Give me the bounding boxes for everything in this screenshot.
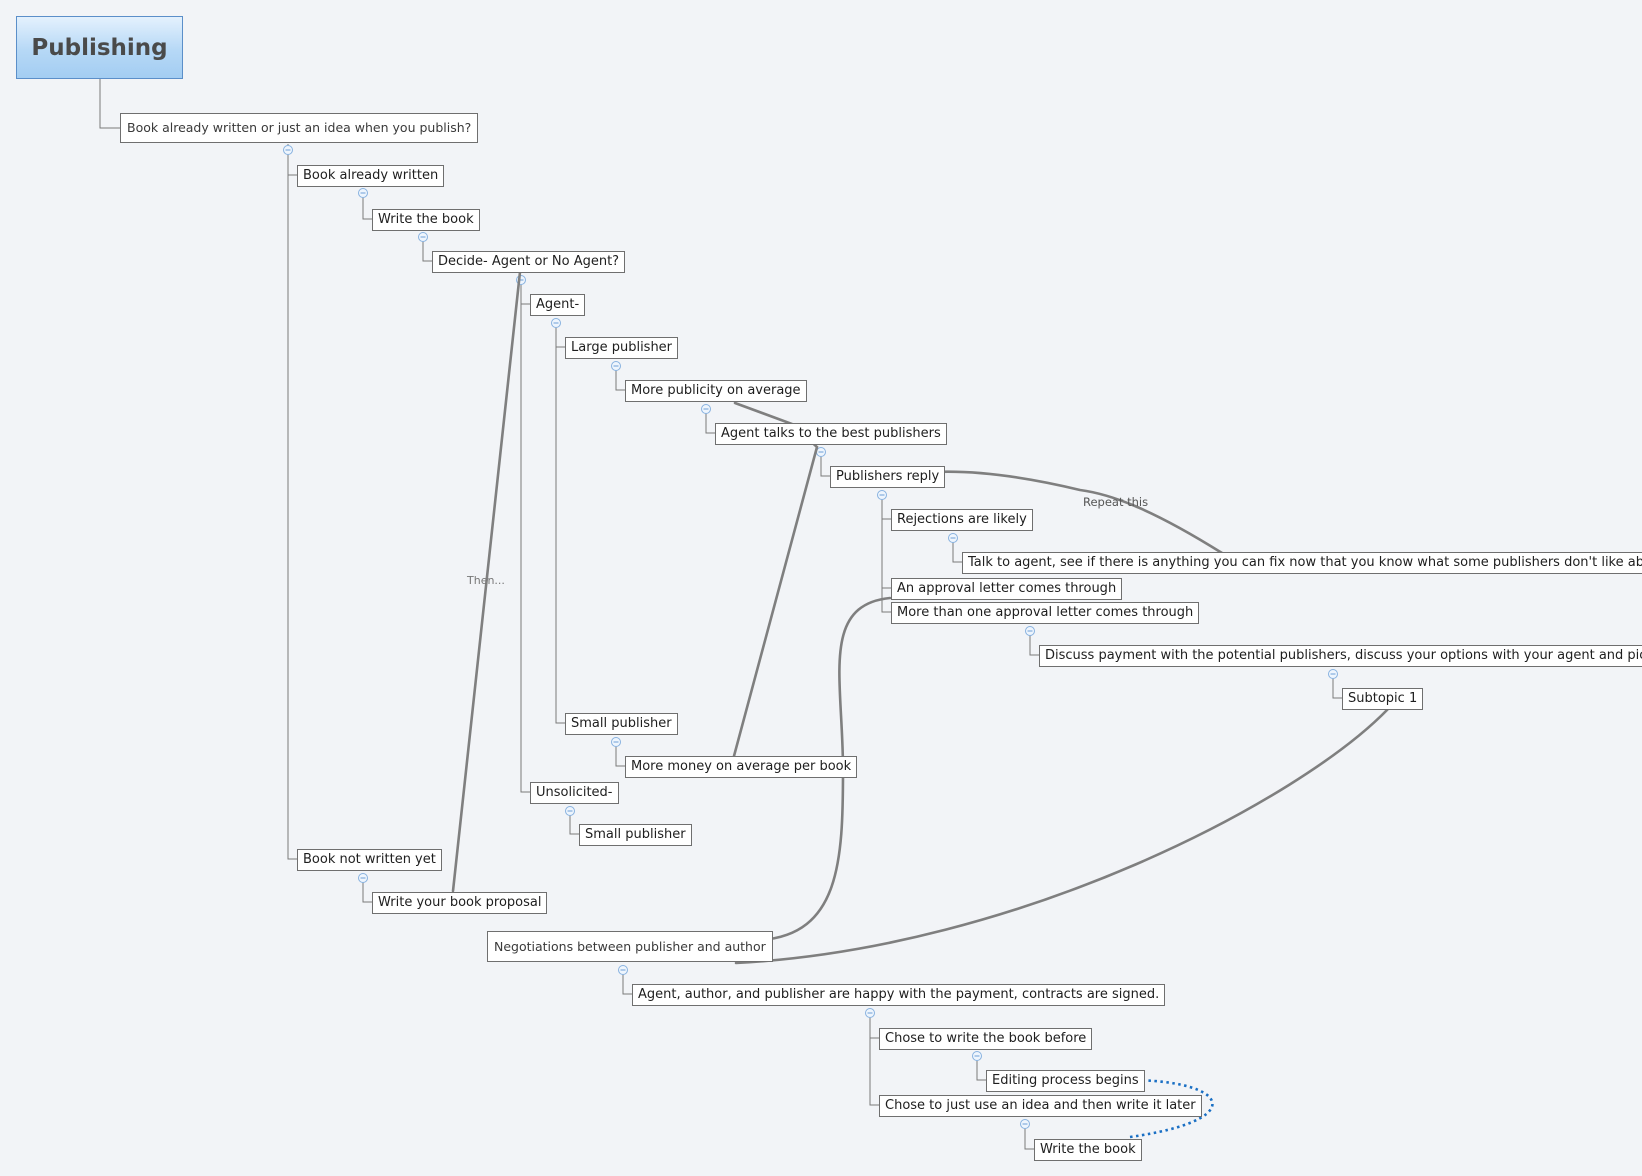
- topic-more-money[interactable]: More money on average per book: [625, 756, 858, 778]
- connector-notwritten-proposal: [362, 877, 372, 903]
- connector-written-writebook: [362, 192, 372, 220]
- relationship-label-then[interactable]: Then...: [467, 574, 505, 587]
- topic-negotiations[interactable]: Negotiations between publisher and autho…: [487, 931, 773, 962]
- connector-before-editing: [976, 1055, 986, 1081]
- topic-write-the-book-1[interactable]: Write the book: [372, 209, 480, 231]
- connector-discuss-subtopic: [1332, 672, 1342, 699]
- topic-editing-begins[interactable]: Editing process begins: [986, 1070, 1145, 1092]
- topic-unsolicited[interactable]: Unsolicited-: [530, 782, 619, 804]
- collapse-toggle-icon: [1020, 1119, 1030, 1129]
- connector-contracts-children: [869, 1011, 879, 1106]
- collapse-toggle-icon: [551, 318, 561, 328]
- topic-small-publisher-1[interactable]: Small publisher: [565, 713, 678, 735]
- connector-reply-children: [881, 493, 891, 613]
- topic-agent[interactable]: Agent-: [530, 294, 586, 316]
- connector-writebook-decide: [422, 236, 432, 262]
- topic-contracts-signed[interactable]: Agent, author, and publisher are happy w…: [632, 984, 1166, 1006]
- topic-more-publicity[interactable]: More publicity on average: [625, 380, 807, 402]
- connector-publicity-agenttalks: [705, 407, 715, 434]
- connector-idea-writebook: [1024, 1123, 1034, 1150]
- connector-morethan-discuss: [1029, 629, 1039, 656]
- topic-write-the-book-2[interactable]: Write the book: [1034, 1139, 1142, 1161]
- topic-subtopic-1[interactable]: Subtopic 1: [1342, 688, 1424, 710]
- collapse-toggle-icon: [283, 145, 293, 155]
- connector-unsolicited-small: [569, 809, 579, 835]
- connector-large-publicity: [615, 364, 625, 391]
- topic-discuss-payment[interactable]: Discuss payment with the potential publi…: [1039, 645, 1642, 667]
- root-topic-publishing[interactable]: Publishing: [16, 16, 183, 79]
- relationship-then-line: [451, 270, 522, 893]
- collapse-toggle-icon: [418, 232, 428, 242]
- collapse-toggle-icon: [611, 361, 621, 371]
- topic-approval-letter[interactable]: An approval letter comes through: [891, 578, 1123, 600]
- topic-book-not-written[interactable]: Book not written yet: [297, 849, 442, 871]
- relationship-repeat-line: [934, 472, 1224, 555]
- topic-chose-write-before[interactable]: Chose to write the book before: [879, 1028, 1093, 1050]
- connector-root-question: [99, 79, 120, 129]
- collapse-toggles[interactable]: [283, 145, 1338, 1129]
- connector-small-money: [615, 740, 625, 767]
- topic-small-publisher-2[interactable]: Small publisher: [579, 824, 692, 846]
- topic-more-than-one-approval[interactable]: More than one approval letter comes thro…: [891, 602, 1200, 624]
- topic-question[interactable]: Book already written or just an idea whe…: [120, 113, 479, 143]
- collapse-toggle-icon: [948, 533, 958, 543]
- topic-book-already-written[interactable]: Book already written: [297, 165, 445, 187]
- topic-write-proposal[interactable]: Write your book proposal: [372, 892, 548, 914]
- relationship-label-repeat[interactable]: Repeat this: [1083, 495, 1149, 509]
- collapse-toggle-icon: [1328, 669, 1338, 679]
- connector-decide-children: [520, 277, 530, 793]
- relationship-publicity-money-line: [732, 401, 819, 758]
- topic-talk-to-agent[interactable]: Talk to agent, see if there is anything …: [962, 552, 1642, 574]
- topic-large-publisher[interactable]: Large publisher: [565, 337, 679, 359]
- collapse-toggle-icon: [611, 737, 621, 747]
- collapse-toggle-icon: [618, 965, 628, 975]
- collapse-toggle-icon: [358, 873, 368, 883]
- collapse-toggle-icon: [865, 1008, 875, 1018]
- topic-rejections-likely[interactable]: Rejections are likely: [891, 509, 1033, 531]
- collapse-toggle-icon: [565, 806, 575, 816]
- collapse-toggle-icon: [972, 1051, 982, 1061]
- relationship-subtopic-negotiations-line: [734, 707, 1390, 965]
- topic-publishers-reply[interactable]: Publishers reply: [830, 466, 946, 488]
- collapse-toggle-icon: [816, 447, 826, 457]
- connector-agent-children: [555, 320, 565, 724]
- topic-decide-agent[interactable]: Decide- Agent or No Agent?: [432, 251, 626, 273]
- collapse-toggle-icon: [877, 490, 887, 500]
- collapse-toggle-icon: [358, 188, 368, 198]
- topic-chose-idea[interactable]: Chose to just use an idea and then write…: [879, 1095, 1202, 1117]
- collapse-toggle-icon: [1025, 626, 1035, 636]
- connector-rejections-talk: [952, 536, 962, 563]
- collapse-toggle-icon: [701, 404, 711, 414]
- connector-question-children: [287, 144, 297, 860]
- connector-negotiations-contracts: [622, 968, 632, 995]
- topic-agent-talks[interactable]: Agent talks to the best publishers: [715, 423, 947, 445]
- connector-agenttalks-reply: [820, 450, 830, 477]
